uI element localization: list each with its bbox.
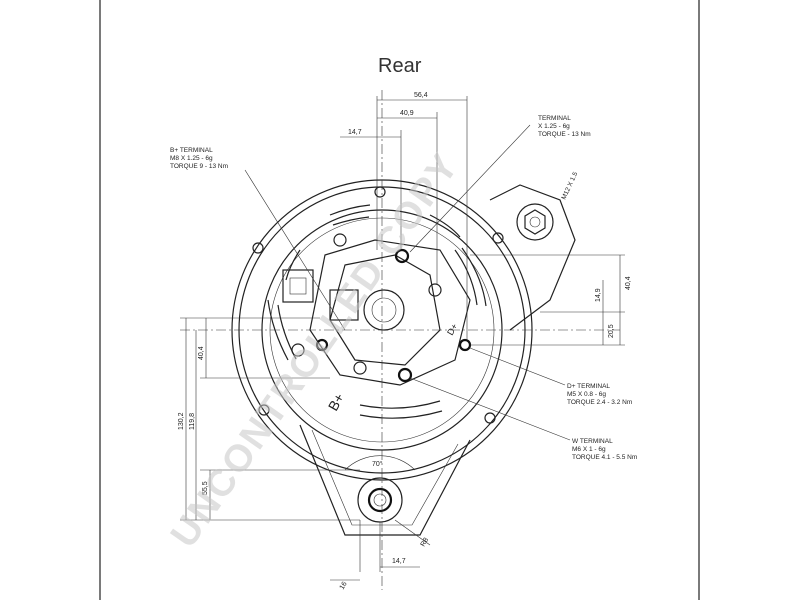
- dim-14-7-bottom: 14,7: [392, 558, 406, 565]
- dim-40-4-right: 40,4: [625, 276, 632, 290]
- b-plus-terminal-stud: [394, 248, 410, 264]
- lower-ear-boss: [357, 477, 403, 523]
- regulator-connector: [289, 277, 307, 295]
- callout-d-plus-terminal: D+ TERMINAL M5 X 0.8 - 6g TORQUE 2.4 - 3…: [469, 347, 632, 406]
- bearing-cover-inner: [371, 297, 397, 323]
- cooling-slot: [285, 249, 301, 281]
- leader-line: [409, 377, 571, 441]
- callout-line: W TERMINAL: [572, 438, 613, 445]
- housing-bolt: [374, 186, 386, 198]
- angle-arc: [344, 455, 416, 471]
- mounting-ear-boss: [516, 203, 554, 241]
- cooling-slot: [461, 247, 487, 307]
- mounting-hole: [529, 216, 541, 228]
- dim-14-9: 14,9: [595, 288, 602, 302]
- rectifier-plate: [309, 239, 471, 386]
- mounting-ear-outline: [489, 184, 576, 331]
- cooling-slot: [359, 410, 443, 419]
- screw: [428, 283, 442, 297]
- bottom-dimensions: 14,7 16 70° R8: [330, 455, 431, 591]
- dim-14-7-top: 14,7: [348, 129, 362, 136]
- d-plus-marking: D+: [445, 322, 460, 337]
- callout-line: TORQUE - 13 Nm: [538, 131, 591, 138]
- left-dimensions: 40,4 130,2 119,8 55,5: [178, 317, 360, 521]
- callout-line: B+ TERMINAL: [170, 147, 213, 154]
- top-dimensions: 56,4 40,9 14,7: [340, 92, 468, 340]
- dim-20-5: 20,5: [608, 324, 615, 338]
- housing-bolt: [492, 232, 504, 244]
- callout-line: M6 X 1 - 6g: [572, 446, 606, 453]
- callout-line: TORQUE 2.4 - 3.2 Nm: [567, 399, 632, 406]
- w-terminal-stud: [397, 367, 413, 383]
- callout-line: D+ TERMINAL: [567, 383, 610, 390]
- rectifier-assembly: B+ D+: [282, 233, 472, 414]
- housing-bolt: [258, 404, 270, 416]
- cooling-slot: [329, 204, 371, 216]
- callout-line: M8 X 1.25 - 6g: [170, 155, 213, 162]
- regulator-brush-box: [282, 269, 314, 303]
- callout-line: M5 X 0.8 - 6g: [567, 391, 606, 398]
- leader-line: [409, 124, 531, 253]
- cooling-slot: [429, 214, 461, 238]
- cooling-slot: [454, 249, 478, 306]
- center-lines: [180, 90, 620, 590]
- callout-line: TORQUE 9 - 13 Nm: [170, 163, 228, 170]
- callout-line: TERMINAL: [538, 115, 571, 122]
- dim-r8: R8: [420, 537, 431, 548]
- dim-40-9: 40,9: [400, 110, 414, 117]
- view-title: Rear: [378, 55, 422, 77]
- screw: [291, 343, 305, 357]
- dim-40-4-left: 40,4: [198, 346, 205, 360]
- d-plus-terminal-stud: [458, 338, 472, 352]
- callout-b-plus-terminal: B+ TERMINAL M8 X 1.25 - 6g TORQUE 9 - 13…: [170, 147, 346, 331]
- capacitor: [329, 289, 359, 321]
- callout-line: TORQUE 4.1 - 5.5 Nm: [572, 454, 637, 461]
- dim-16: 16: [339, 581, 349, 591]
- leader-line: [244, 169, 346, 331]
- housing-bolt: [252, 242, 264, 254]
- lower-ear-outline: [299, 424, 471, 536]
- dim-angle-70: 70°: [372, 460, 383, 468]
- screw: [353, 361, 367, 375]
- dim-55-5: 55,5: [202, 481, 209, 495]
- right-dimensions: 40,4 14,9 20,5: [470, 254, 632, 346]
- cooling-slot: [359, 400, 441, 409]
- rectifier-inner: [329, 254, 441, 366]
- lower-ear-hole: [373, 493, 387, 507]
- leader-r8: [394, 519, 431, 546]
- mount-thread-label: M12 X 1.5: [560, 171, 579, 201]
- upper-mounting-ear: [489, 184, 576, 331]
- ground-stud: [315, 338, 329, 352]
- callout-w-terminal: W TERMINAL M6 X 1 - 6g TORQUE 4.1 - 5.5 …: [409, 377, 637, 461]
- housing-bolt: [484, 412, 496, 424]
- b-plus-marking: B+: [325, 390, 348, 413]
- uncontrolled-copy-watermark: UNCONTROLLED COPY: [163, 145, 468, 555]
- leader-line: [469, 347, 566, 386]
- dim-56-4: 56,4: [414, 92, 428, 99]
- mounting-nut: [524, 209, 546, 235]
- screw: [333, 233, 347, 247]
- dim-130-2: 130,2: [178, 412, 185, 430]
- dim-119-8: 119,8: [189, 413, 196, 430]
- cooling-slot: [332, 216, 370, 226]
- callout-line: X 1.25 - 6g: [538, 123, 570, 130]
- lower-ear-bushing: [367, 487, 393, 513]
